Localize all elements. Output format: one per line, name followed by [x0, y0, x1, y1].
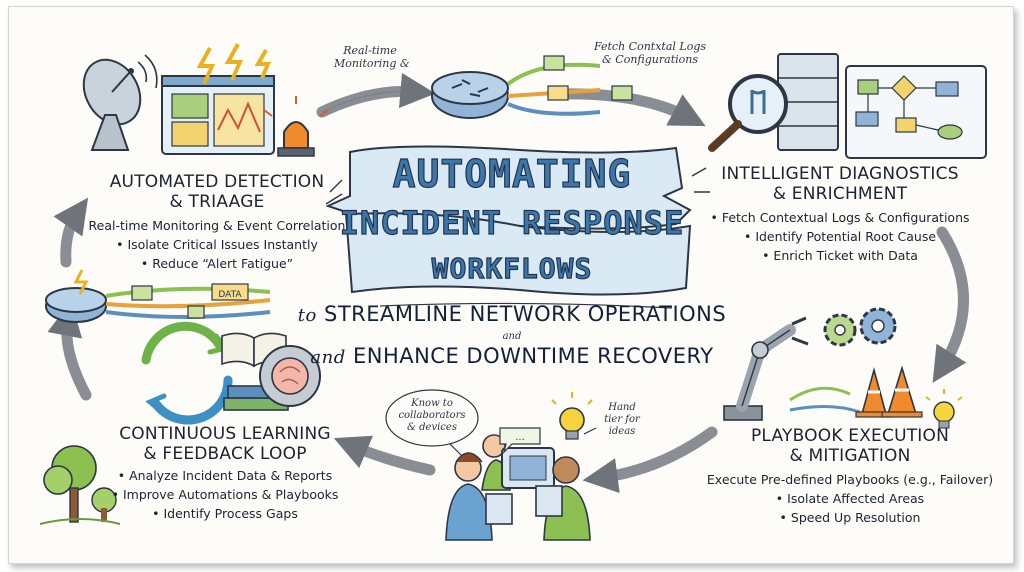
arrow-playbook-to-people	[582, 426, 718, 494]
brain-gear-icon	[259, 345, 321, 407]
detection-title-2: & TRIAAGE	[169, 192, 265, 212]
subtitle-underline	[379, 302, 673, 309]
lightbulb-right-icon	[925, 389, 963, 429]
learning-item: • Improve Automations & Playbooks	[111, 487, 339, 502]
playbook-title-1: PLAYBOOK EXECUTION	[750, 426, 950, 446]
banner-line-2: INCIDENT RESPONSE	[339, 203, 685, 242]
monitor-alert-icon	[161, 43, 275, 155]
detection-item: • Reduce “Alert Fatigue”	[140, 256, 294, 271]
arrow-learning-to-router	[47, 300, 92, 401]
siren-icon	[263, 96, 329, 157]
diagnostics-title-1: INTELLIGENT DIAGNOSTICS	[721, 164, 959, 184]
diagnostics-item: • Enrich Ticket with Data	[762, 248, 918, 263]
playbook-items: Execute Pre-defined Playbooks (e.g., Fai…	[702, 470, 998, 527]
diagnostics-item: • Fetch Contextual Logs & Configurations	[710, 210, 970, 225]
note-line: Monitoring &	[334, 57, 410, 70]
detection-title-1: AUTOMATED DETECTION	[109, 172, 325, 192]
diagnostics-item: • Identify Potential Root Cause	[743, 229, 937, 244]
note-line: Know to	[411, 398, 453, 409]
note-line: tier for	[604, 414, 640, 425]
magnifier-icon	[708, 74, 788, 152]
people-tablet-icon: ...	[445, 427, 591, 541]
note-line: Fetch Contxtal Logs	[593, 40, 707, 53]
playbook-item: • Speed Up Resolution	[779, 510, 921, 525]
playbook-item: Execute Pre-defined Playbooks (e.g., Fai…	[706, 472, 994, 487]
subtitle-connector: and	[502, 331, 522, 342]
diagnostics-items: • Fetch Contextual Logs & Configurations…	[706, 208, 974, 265]
lightbulb-icon	[551, 392, 593, 440]
diagnostics-title-2: & ENRICHMENT	[772, 184, 908, 204]
learning-item: • Analyze Incident Data & Reports	[117, 468, 333, 483]
router-icon	[431, 55, 633, 119]
detection-items: Real-time Monitoring & Event Correlation…	[72, 216, 362, 273]
note-line: & devices	[407, 422, 457, 433]
svg-text:...: ...	[515, 432, 525, 443]
learning-item: • Identify Process Gaps	[152, 506, 298, 521]
note-hand: Hand tier for ideas	[598, 402, 646, 438]
traffic-cone-icon	[855, 365, 923, 418]
subtitle-prefix-1: to	[297, 305, 317, 326]
note-line: Real-time	[343, 44, 397, 57]
recycle-arrows-icon	[141, 321, 233, 425]
satellite-dish-icon	[82, 54, 158, 151]
arrow-people-to-learning	[333, 435, 436, 476]
arrow-router-to-detect	[53, 197, 89, 268]
learning-items: • Analyze Incident Data & Reports • Impr…	[90, 466, 360, 523]
flowchart-icon	[845, 65, 987, 159]
note-line: & Configurations	[602, 53, 698, 66]
section-playbook: PLAYBOOK EXECUTION & MITIGATION Execute …	[702, 426, 998, 527]
note-line: Hand	[608, 402, 636, 413]
subtitle-main-2: ENHANCE DOWNTIME RECOVERY	[352, 344, 714, 368]
detection-item: • Isolate Critical Issues Instantly	[116, 237, 318, 252]
note-line: collaborators	[398, 410, 466, 421]
playbook-item: • Isolate Affected Areas	[775, 491, 925, 506]
data-tag-label: DATA	[218, 290, 242, 300]
section-learning: CONTINUOUS LEARNING & FEEDBACK LOOP • An…	[90, 424, 360, 523]
note-line: ideas	[608, 426, 636, 437]
learning-title-1: CONTINUOUS LEARNING	[119, 424, 331, 444]
subtitle-line-1: to STREAMLINE NETWORK OPERATIONS	[0, 302, 1024, 326]
playbook-title-2: & MITIGATION	[789, 446, 911, 466]
subtitle-line-2: and ENHANCE DOWNTIME RECOVERY	[0, 344, 1024, 368]
note-monitoring: Real-time Monitoring &	[334, 44, 410, 70]
note-fetch: Fetch Contxtal Logs & Configurations	[592, 40, 708, 66]
banner-line-1: AUTOMATING	[392, 151, 632, 196]
note-know: Know to collaborators & devices	[392, 398, 472, 434]
subtitle-prefix-2: and	[310, 347, 346, 368]
robot-arm-icon	[723, 316, 861, 421]
detection-item: Real-time Monitoring & Event Correlation	[88, 218, 346, 233]
title-banner	[325, 145, 710, 296]
arrow-diagnose-to-playbook	[932, 226, 969, 383]
arrow-detect-to-diagnose	[316, 72, 436, 118]
section-diagnostics: INTELLIGENT DIAGNOSTICS & ENRICHMENT • F…	[706, 164, 974, 265]
router-left-icon	[45, 269, 271, 323]
subtitle-main-1: STREAMLINE NETWORK OPERATIONS	[324, 302, 727, 326]
banner-line-3: WORKFLOWS	[431, 251, 593, 285]
gear-icon	[823, 307, 897, 347]
tree-icon	[39, 445, 121, 525]
learning-title-2: & FEEDBACK LOOP	[143, 444, 307, 464]
section-detection: AUTOMATED DETECTION & TRIAAGE Real-time …	[72, 172, 362, 273]
